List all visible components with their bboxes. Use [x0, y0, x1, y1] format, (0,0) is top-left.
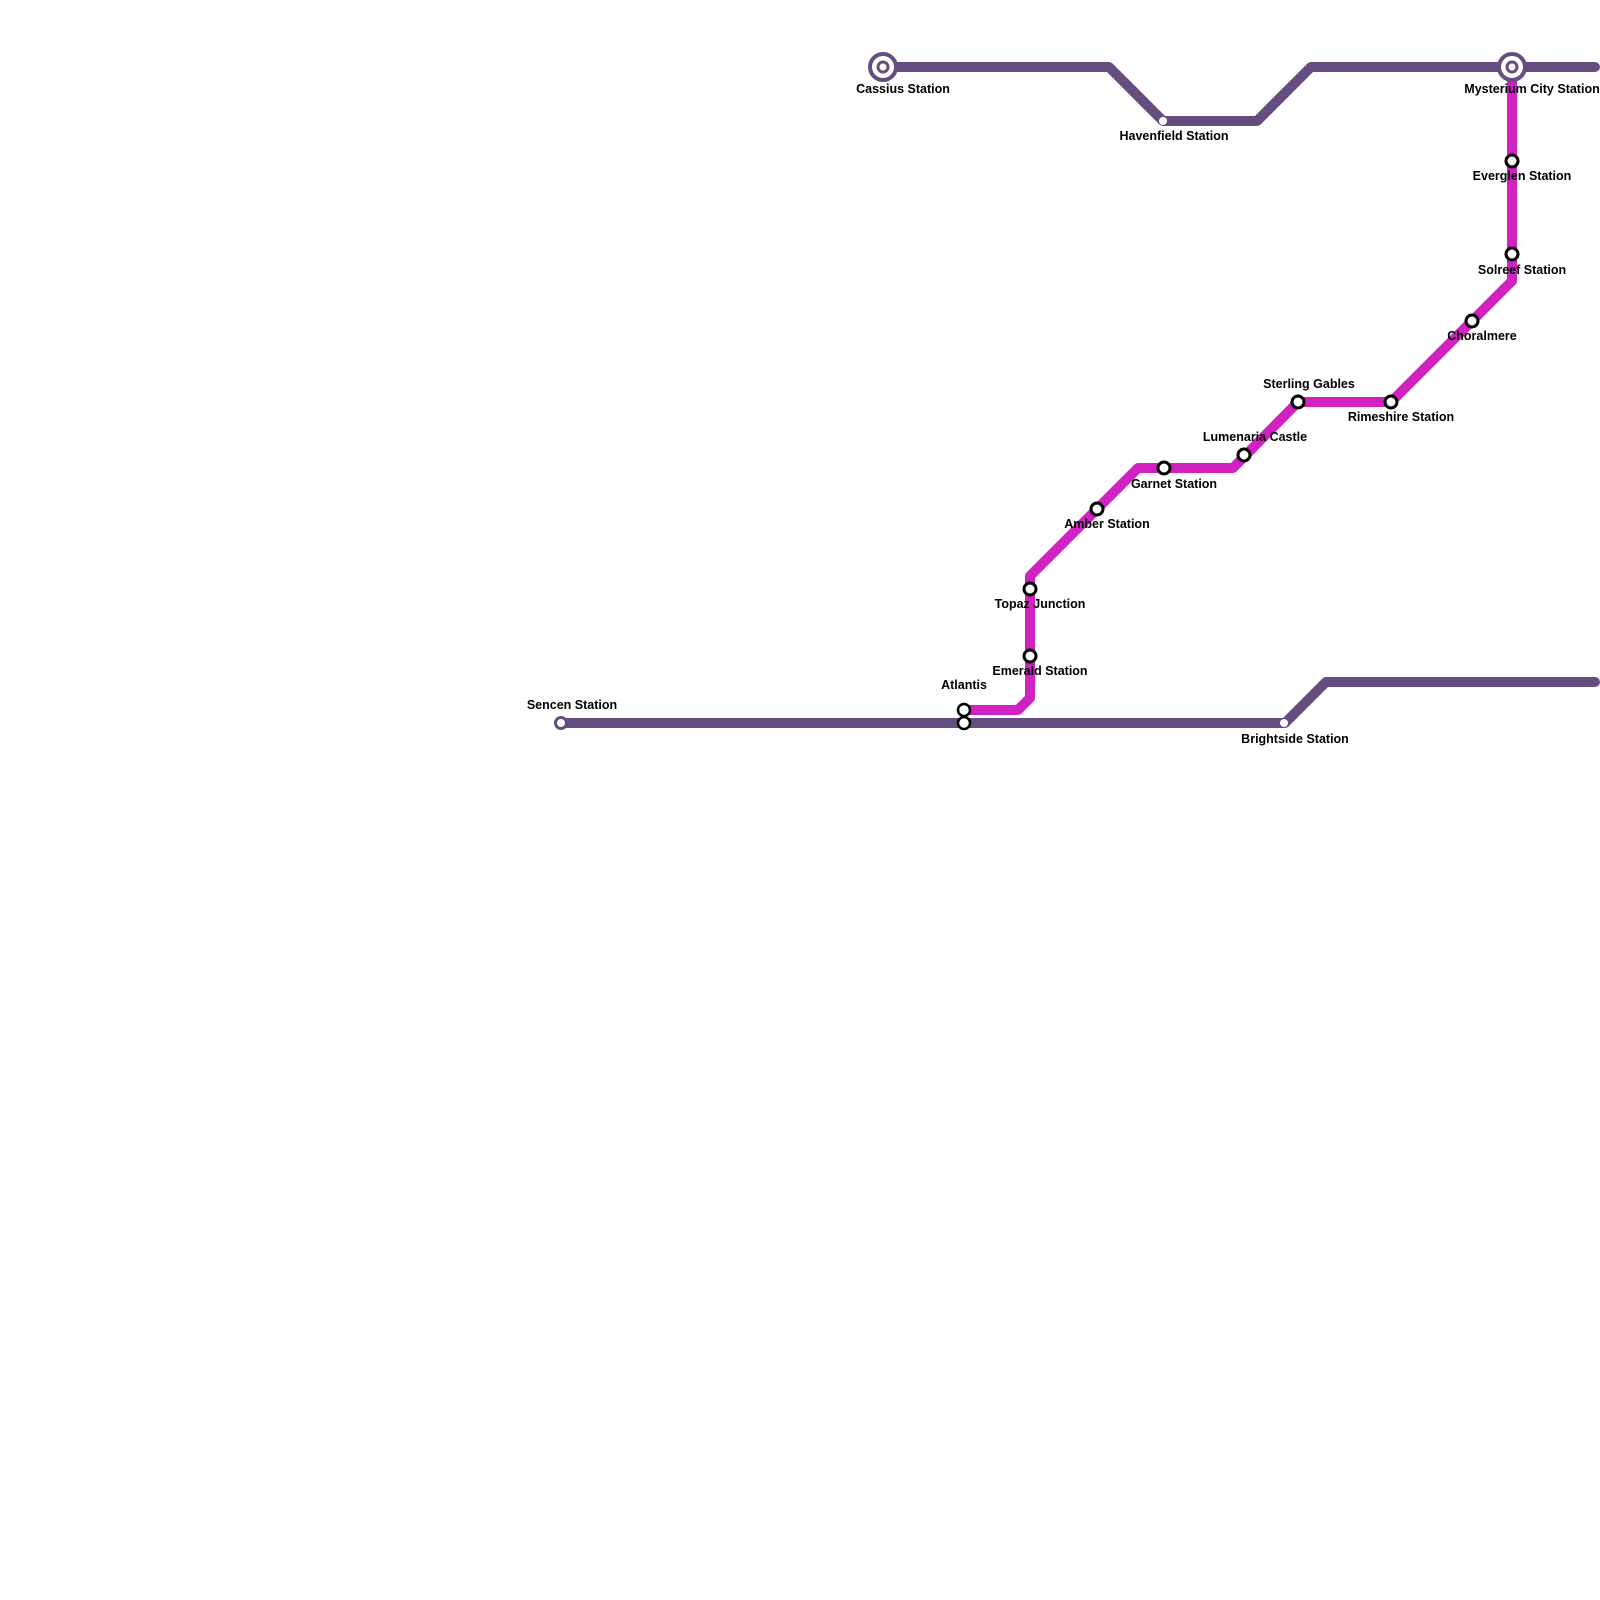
purple-line-north	[875, 62, 1600, 126]
station-label-atlantis: Atlantis	[941, 678, 987, 692]
station-label-garnet: Garnet Station	[1131, 477, 1217, 491]
station-label-topaz: Topaz Junction	[995, 597, 1086, 611]
station-label-rimeshire: Rimeshire Station	[1348, 410, 1454, 424]
station-marker-rimeshire[interactable]	[1383, 394, 1399, 410]
station-marker-atlantis[interactable]	[956, 702, 972, 731]
station-label-sterling: Sterling Gables	[1263, 377, 1355, 391]
station-marker-havenfield[interactable]	[1159, 117, 1167, 125]
station-marker-everglen[interactable]	[1504, 153, 1520, 169]
station-label-choralmere: Choralmere	[1447, 329, 1517, 343]
station-marker-solreef[interactable]	[1504, 246, 1520, 262]
station-marker-emerald[interactable]	[1022, 648, 1038, 664]
station-marker-amber[interactable]	[1089, 501, 1105, 517]
station-label-amber: Amber Station	[1064, 517, 1149, 531]
station-marker-choralmere[interactable]	[1464, 313, 1480, 329]
magenta-line	[959, 62, 1517, 715]
station-label-mysterium: Mysterium City Station	[1464, 82, 1599, 96]
station-marker-lumenaria[interactable]	[1236, 447, 1252, 463]
station-marker-topaz[interactable]	[1022, 581, 1038, 597]
station-label-everglen: Everglen Station	[1473, 169, 1572, 183]
station-marker-cassius[interactable]	[868, 52, 898, 82]
station-marker-sterling[interactable]	[1290, 394, 1306, 410]
station-label-emerald: Emerald Station	[992, 664, 1087, 678]
station-marker-mysterium[interactable]	[1497, 52, 1527, 82]
station-label-lumenaria: Lumenaria Castle	[1203, 430, 1307, 444]
station-marker-sencen[interactable]	[554, 716, 568, 730]
station-label-brightside: Brightside Station	[1241, 732, 1349, 746]
station-marker-brightside[interactable]	[1280, 719, 1288, 727]
station-label-sencen: Sencen Station	[527, 698, 617, 712]
station-label-havenfield: Havenfield Station	[1119, 129, 1228, 143]
station-label-cassius: Cassius Station	[856, 82, 950, 96]
station-label-solreef: Solreef Station	[1478, 263, 1566, 277]
station-marker-garnet[interactable]	[1156, 460, 1172, 476]
purple-line-south	[557, 677, 1600, 728]
